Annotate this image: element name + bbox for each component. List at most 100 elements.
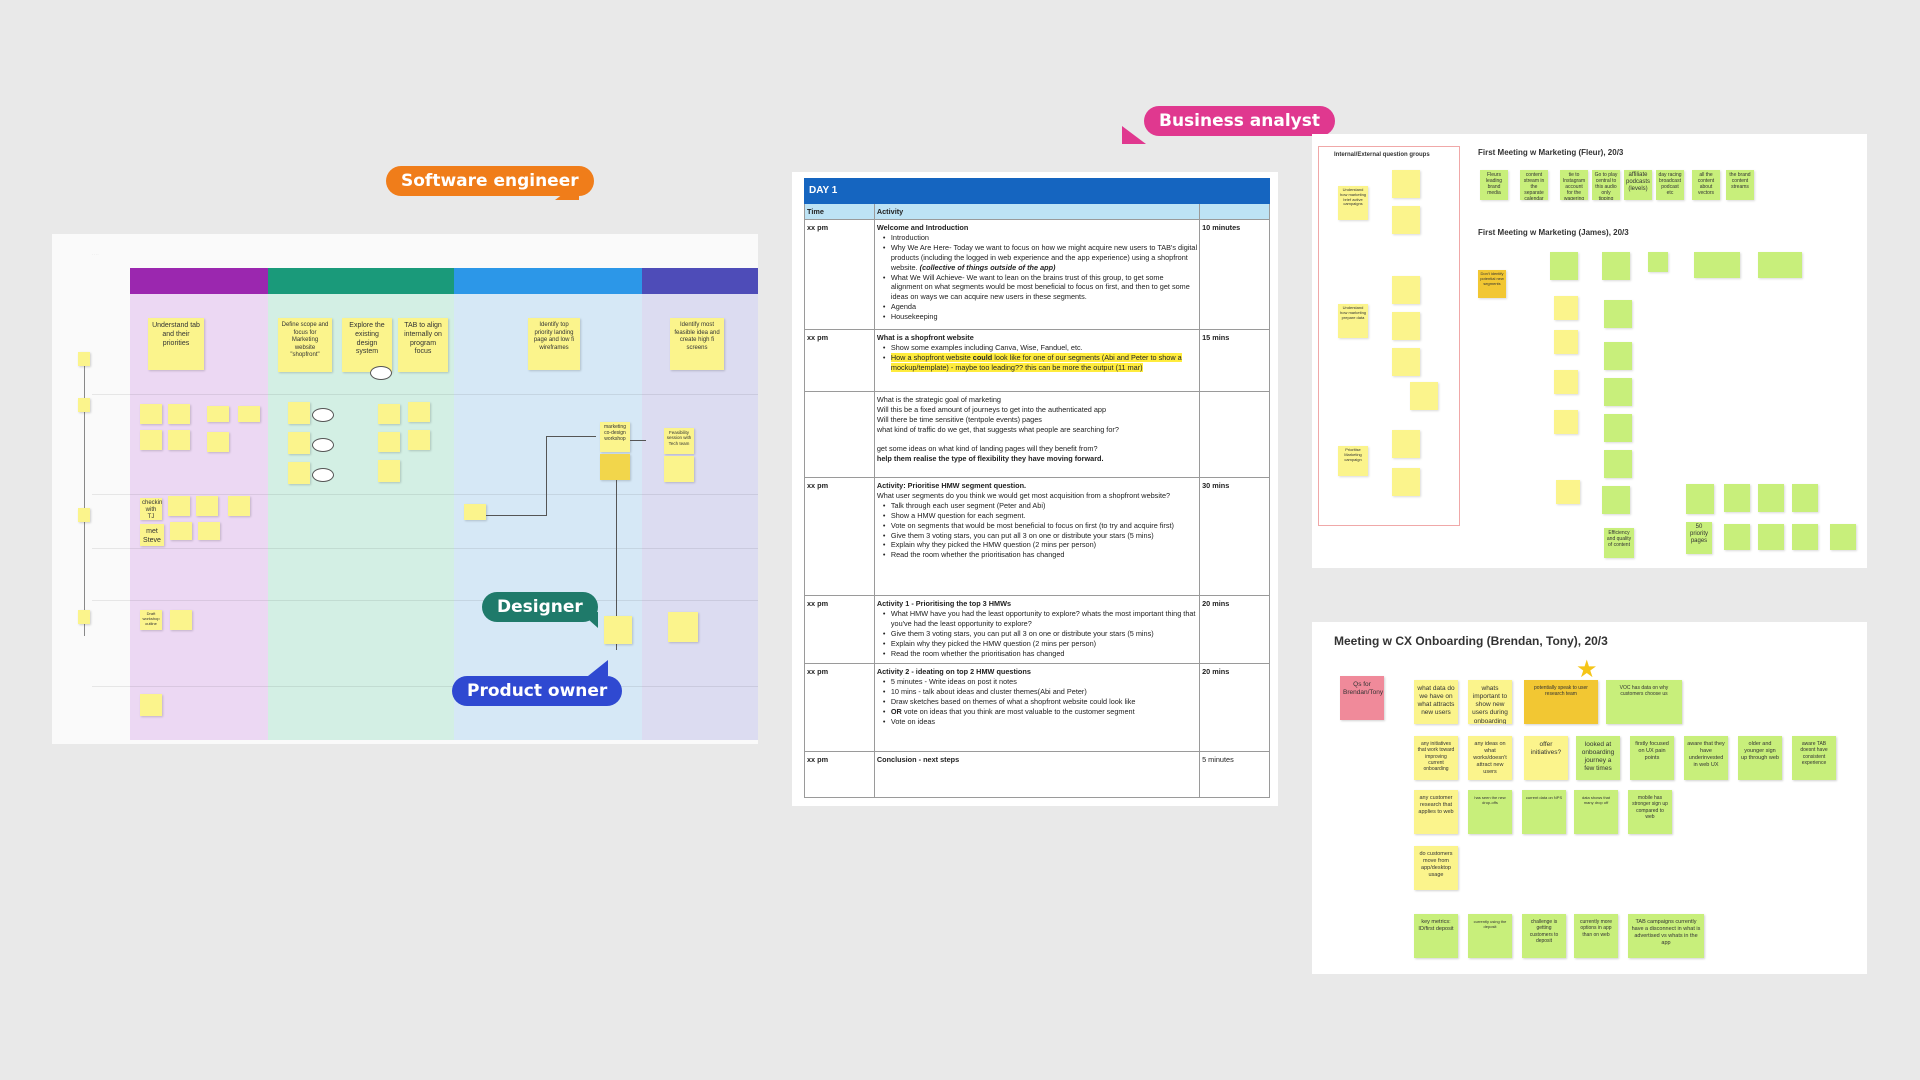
question-sticky — [1392, 468, 1420, 496]
task-sticky — [288, 402, 310, 424]
task-sticky — [238, 406, 260, 422]
marketing-meetings-board[interactable]: Internal/External question groups Unders… — [1312, 134, 1867, 568]
cx-onboarding-board[interactable]: Meeting w CX Onboarding (Brendan, Tony),… — [1312, 622, 1867, 974]
question-sticky — [1392, 170, 1420, 198]
week-3-bar — [454, 268, 642, 294]
software-engineer-pointer — [555, 182, 579, 200]
task-sticky — [168, 430, 190, 450]
task-sticky — [288, 462, 310, 484]
group-label-sticky: Understand how marketing prepare data — [1338, 304, 1368, 338]
task-sticky — [170, 522, 192, 540]
day-title: DAY 1 — [804, 178, 875, 204]
timeline-note — [78, 398, 90, 412]
connector-line — [546, 436, 547, 516]
james-note — [1724, 524, 1750, 550]
feasibility-sticky: Feasibility session with Tech team — [664, 428, 694, 454]
timeline-note — [78, 610, 90, 624]
table-row: xx pm Welcome and Introduction Introduct… — [804, 219, 1270, 331]
james-note — [1724, 484, 1750, 512]
annotation-circle — [312, 408, 334, 422]
question-groups-frame — [1318, 146, 1460, 526]
james-note — [1758, 524, 1784, 550]
board-header-label: · · · · — [92, 252, 99, 256]
task-sticky — [140, 694, 162, 716]
cx-note: TAB campaigns currently have a disconnec… — [1628, 914, 1704, 958]
week-2-bar — [268, 268, 454, 294]
goal-sticky: Explore the existing design system — [342, 318, 392, 372]
james-note — [1550, 252, 1578, 280]
task-sticky — [170, 610, 192, 630]
james-note — [1604, 300, 1632, 328]
lane-divider — [92, 548, 758, 549]
james-note — [1648, 252, 1668, 272]
james-note: 50 priority pages — [1686, 522, 1712, 554]
goal-sticky: TAB to align internally on program focus — [398, 318, 448, 372]
table-row: xx pm What is a shopfront website Show s… — [804, 329, 1270, 393]
cx-note: any ideas on what works/doesn't attract … — [1468, 736, 1512, 780]
task-sticky — [198, 522, 220, 540]
cx-note: aware that they have underinvested in we… — [1684, 736, 1728, 780]
product-owner-pointer — [588, 660, 608, 676]
cx-note: mobile has stronger sign up compared to … — [1628, 790, 1672, 834]
cx-note: firstly focused on UX pain points — [1630, 736, 1674, 780]
connector-line — [486, 515, 546, 516]
task-sticky — [604, 616, 632, 644]
cx-note: older and younger sign up through web — [1738, 736, 1782, 780]
task-sticky — [408, 430, 430, 450]
annotation-circle — [370, 366, 392, 380]
goal-sticky: Define scope and focus for Marketing web… — [278, 318, 332, 372]
james-note: Efficiency and quality of content — [1604, 528, 1634, 558]
james-note — [1604, 414, 1632, 442]
fleur-note: Go to play central to this audio only ti… — [1592, 170, 1620, 200]
cx-note: offer initiatives? — [1524, 736, 1568, 780]
group-label-sticky: Understand how marketing brief active ca… — [1338, 186, 1368, 220]
task-sticky — [228, 496, 250, 516]
cx-note: data shows that many drop off — [1574, 790, 1618, 834]
task-sticky — [378, 432, 400, 452]
designer-tag: Designer — [482, 592, 598, 622]
james-note — [1604, 450, 1632, 478]
timeline-line — [84, 356, 85, 636]
goal-sticky: Understand tab and their priorities — [148, 318, 204, 370]
connector-line — [546, 436, 596, 437]
connector-line — [616, 480, 617, 650]
james-note — [1686, 484, 1714, 514]
software-engineer-tag: Software engineer — [386, 166, 594, 196]
james-note — [1602, 486, 1630, 514]
task-sticky — [378, 460, 400, 482]
cx-note: key metrics: ID/first deposit — [1414, 914, 1458, 958]
cx-note: aware TAB doesnt have consistent experie… — [1792, 736, 1836, 780]
james-note: Don't identify potential new segments — [1478, 270, 1506, 298]
task-sticky — [168, 404, 190, 424]
goal-sticky: Identify top priority landing page and l… — [528, 318, 580, 370]
time-column-header: Time — [804, 202, 875, 221]
fleur-meeting-title: First Meeting w Marketing (Fleur), 20/3 — [1478, 148, 1624, 157]
cx-note: currently more options in app than on we… — [1574, 914, 1618, 958]
question-sticky — [1392, 348, 1420, 376]
lane-divider — [92, 686, 758, 687]
james-note — [1604, 378, 1632, 406]
james-note — [1554, 330, 1578, 354]
lane-divider — [92, 394, 758, 395]
task-sticky — [207, 406, 229, 422]
cx-note: looked at onboarding journey a few times — [1576, 736, 1620, 780]
star-icon: ★ — [1576, 656, 1598, 683]
table-row: xx pm Conclusion - next steps 5 minutes — [804, 751, 1270, 799]
lane-divider — [92, 494, 758, 495]
task-sticky — [207, 432, 229, 452]
task-sticky: checking with TJ — [140, 498, 162, 520]
cx-note: has seen the new drop-offs — [1468, 790, 1512, 834]
fleur-note: Fleurs leading brand media — [1480, 170, 1508, 200]
cx-meeting-title: Meeting w CX Onboarding (Brendan, Tony),… — [1334, 634, 1608, 648]
question-sticky — [1392, 430, 1420, 458]
task-sticky — [464, 504, 486, 520]
goal-sticky: Identify most feasible idea and create h… — [670, 318, 724, 370]
roadmap-board[interactable]: · · · · Understand tab and their priorit… — [52, 234, 758, 744]
fleur-note: content stream in the separate calendar — [1520, 170, 1548, 200]
james-note — [1554, 296, 1578, 320]
table-row: xx pm Activity 2 - ideating on top 2 HMW… — [804, 663, 1270, 753]
group-label-sticky: Prioritise Marketing campaign — [1338, 446, 1368, 476]
james-note — [1792, 484, 1818, 512]
timeline-note — [78, 352, 90, 366]
james-note — [1554, 410, 1578, 434]
